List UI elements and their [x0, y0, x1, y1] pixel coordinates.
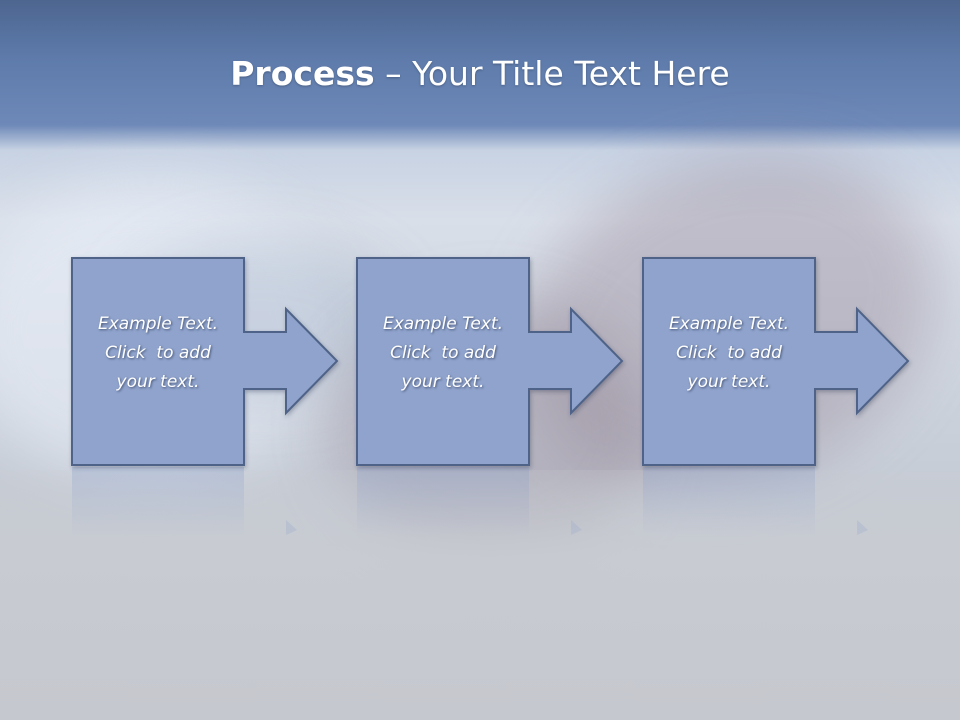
step-text-line: Example Text. — [668, 314, 790, 334]
step-text-line: Example Text. — [97, 314, 219, 334]
step-reflection — [357, 467, 529, 537]
arrow-reflection — [857, 520, 868, 535]
arrow-reflection — [571, 520, 582, 535]
step-text-line: your text. — [116, 372, 200, 392]
step-reflection — [72, 467, 244, 537]
process-step-3-arrow-box[interactable] — [642, 257, 910, 466]
step-text-line: Click to add — [105, 343, 211, 363]
process-step-1-text[interactable]: Example Text. Click to add your text. — [72, 310, 244, 397]
process-step-1-arrow-box[interactable] — [71, 257, 339, 466]
slide-title[interactable]: Process – Your Title Text Here — [0, 52, 960, 96]
arrow-reflection — [286, 520, 297, 535]
process-step-3-text[interactable]: Example Text. Click to add your text. — [643, 310, 815, 397]
title-rest: – Your Title Text Here — [374, 54, 730, 93]
step-text-line: Click to add — [390, 343, 496, 363]
title-bold: Process — [230, 54, 375, 93]
step-reflection — [643, 467, 815, 537]
process-step-2-arrow-box[interactable] — [356, 257, 624, 466]
step-text-line: your text. — [687, 372, 771, 392]
step-text-line: your text. — [401, 372, 485, 392]
process-step-2-text[interactable]: Example Text. Click to add your text. — [357, 310, 529, 397]
step-text-line: Example Text. — [382, 314, 504, 334]
step-text-line: Click to add — [676, 343, 782, 363]
